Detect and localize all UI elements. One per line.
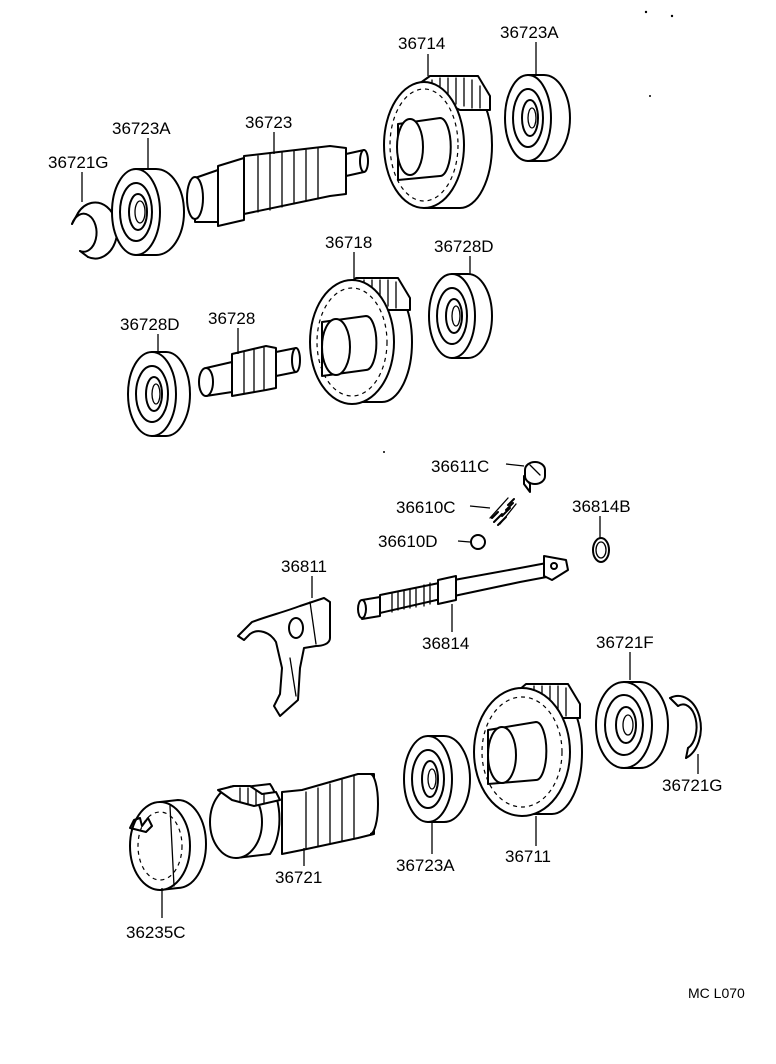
part-36723A-bearing-top [504, 74, 571, 162]
part-36728D-bearing-left [127, 351, 191, 437]
label-36721: 36721 [275, 868, 322, 887]
label-36723: 36723 [245, 113, 292, 132]
label-36728D-left: 36728D [120, 315, 180, 334]
label-36723A-top: 36723A [500, 23, 559, 42]
label-36714: 36714 [398, 34, 445, 53]
part-36235C-hub-sleeve [129, 799, 207, 891]
part-36718-gear [309, 277, 413, 405]
label-36814: 36814 [422, 634, 469, 653]
part-36811-shift-fork [237, 597, 331, 717]
part-36728-shaft [198, 345, 301, 397]
part-36723-shaft [186, 145, 369, 227]
part-36721F-bearing [595, 681, 669, 769]
part-36814B-ring [592, 537, 610, 563]
part-36610C-spring [489, 497, 517, 526]
label-36814B: 36814B [572, 497, 631, 516]
label-36235C: 36235C [126, 923, 186, 942]
part-36723A-bearing-bottom [403, 735, 471, 823]
label-36711: 36711 [505, 847, 551, 866]
part-36723A-bearing-left [111, 168, 185, 256]
part-36711-gear [473, 683, 583, 817]
label-36728: 36728 [208, 309, 255, 328]
label-36610C: 36610C [396, 498, 456, 517]
label-36721G-top: 36721G [48, 153, 109, 172]
scan-dots [383, 10, 674, 453]
part-36721-output-shaft [209, 773, 379, 859]
part-36721G-snap-ring-top [71, 201, 119, 260]
label-36610D: 36610D [378, 532, 438, 551]
part-36728D-bearing-right [428, 273, 493, 359]
label-36718: 36718 [325, 233, 372, 252]
part-36610D-ball [470, 534, 486, 550]
label-36728D-right: 36728D [434, 237, 494, 256]
label-36723A-left: 36723A [112, 119, 171, 138]
part-36611C-plug [523, 461, 546, 493]
leader-lines [81, 42, 699, 918]
diagram-code: MC L070 [688, 985, 745, 1001]
label-36611C: 36611C [431, 457, 489, 476]
part-36814-shift-shaft [357, 555, 569, 620]
part-36714-gear [383, 75, 493, 209]
label-36723A-bottom: 36723A [396, 856, 455, 875]
part-36721G-snap-ring-bottom [669, 695, 702, 759]
label-36721G-bottom: 36721G [662, 776, 723, 795]
label-36721F: 36721F [596, 633, 654, 652]
label-36811: 36811 [281, 557, 327, 576]
